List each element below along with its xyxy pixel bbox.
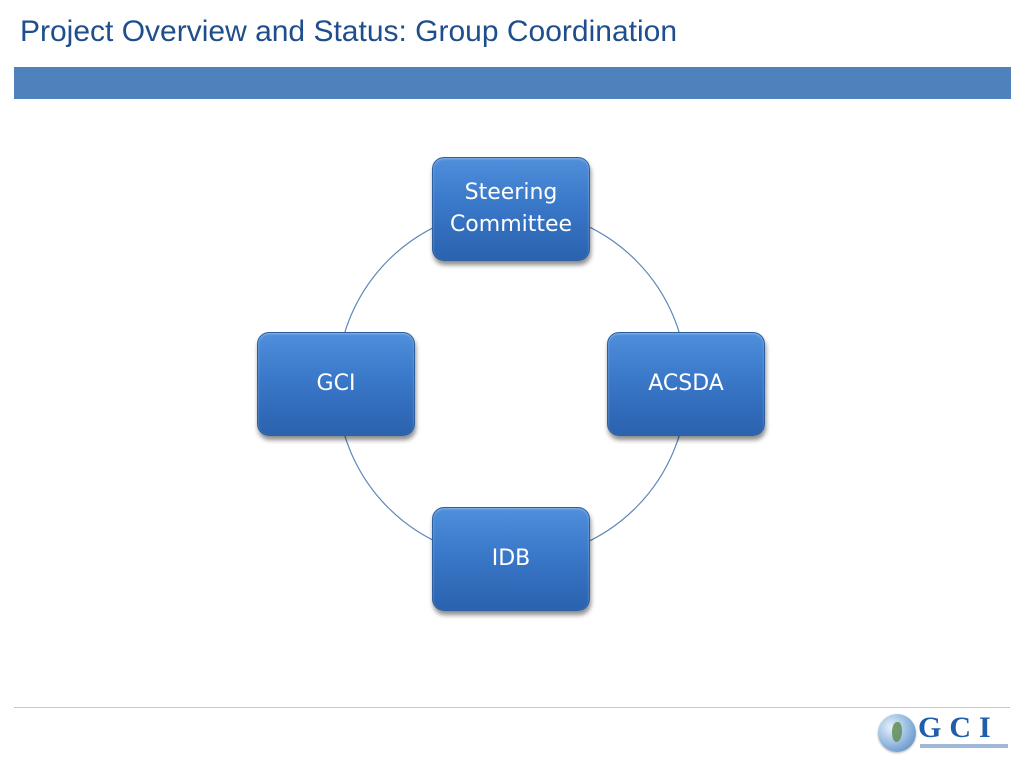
node-label: GCI	[316, 371, 356, 396]
node-steering-committee: Steering Committee	[432, 157, 590, 261]
node-gci: GCI	[257, 332, 415, 436]
globe-icon	[878, 714, 916, 752]
title-bar	[14, 67, 1011, 99]
node-label: ACSDA	[648, 371, 724, 396]
footer-divider	[14, 707, 1010, 708]
node-label: IDB	[491, 546, 531, 571]
logo-text: GCI	[918, 711, 999, 744]
logo-tagline-strip	[920, 744, 1008, 748]
slide-title: Project Overview and Status: Group Coord…	[20, 15, 677, 48]
node-idb: IDB	[432, 507, 590, 611]
node-label: Steering Committee	[449, 180, 573, 237]
gci-logo: GCI	[876, 711, 1011, 756]
node-acsda: ACSDA	[607, 332, 765, 436]
